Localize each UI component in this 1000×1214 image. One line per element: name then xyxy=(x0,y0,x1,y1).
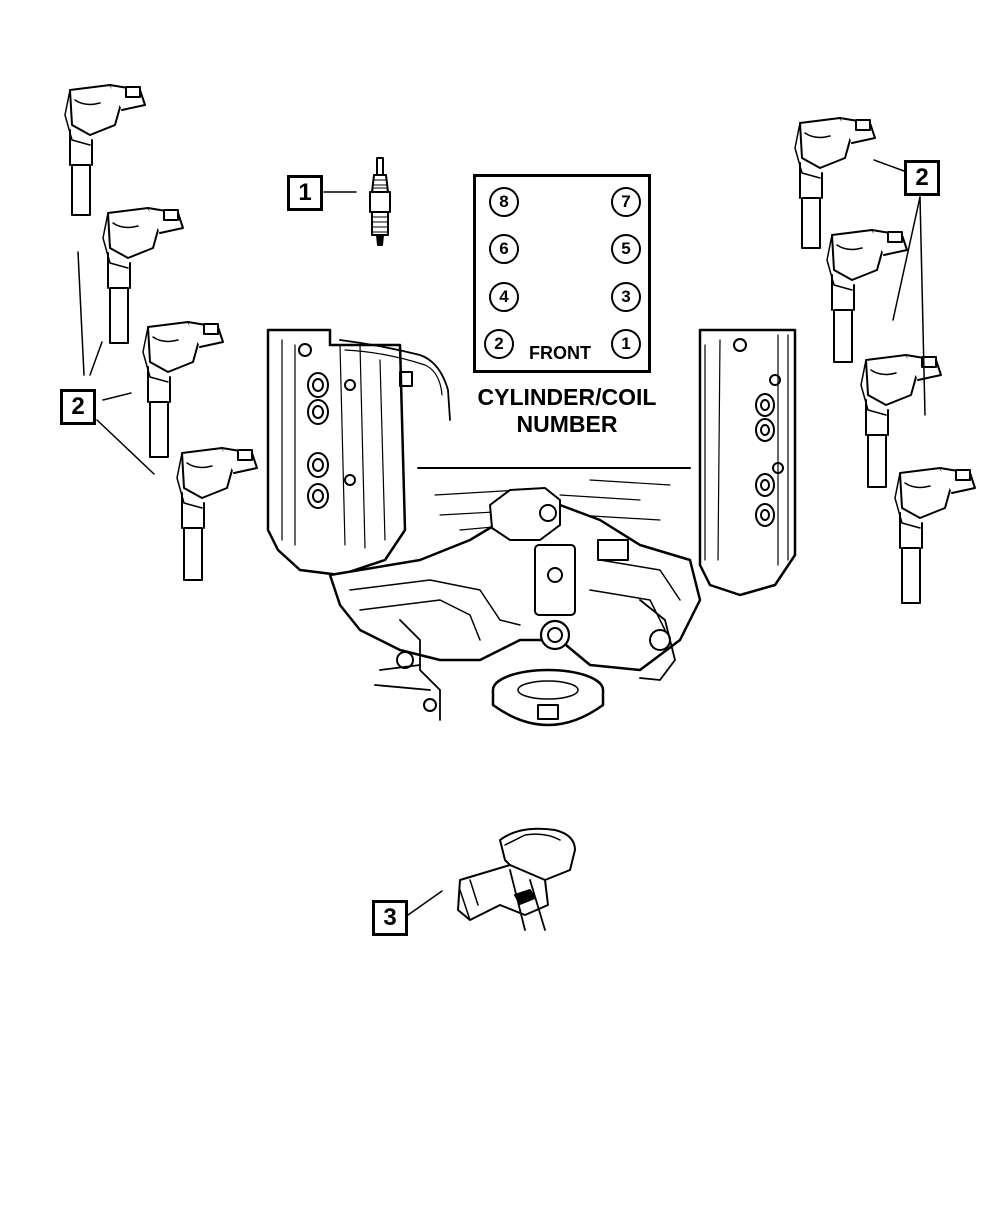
cylinder-2: 2 xyxy=(484,329,514,359)
ignition-coil xyxy=(142,321,224,458)
cylinder-number-chart: 8 7 6 5 4 3 2 1 FRONT xyxy=(473,174,651,373)
ignition-coil xyxy=(826,229,908,363)
cylinder-6: 6 xyxy=(489,234,519,264)
callout-clip[interactable]: 3 xyxy=(372,900,408,936)
leader-lines xyxy=(77,159,926,916)
engine-assembly xyxy=(266,328,797,727)
cylinder-4: 4 xyxy=(489,282,519,312)
cylinder-8: 8 xyxy=(489,187,519,217)
ignition-coil xyxy=(102,207,184,344)
cylinder-chart-title-line2: NUMBER xyxy=(516,411,618,437)
ignition-coil xyxy=(894,467,976,604)
cylinder-chart-title: CYLINDER/COIL NUMBER xyxy=(452,384,682,438)
callout-spark-plug[interactable]: 1 xyxy=(287,175,323,211)
callout-coil-right[interactable]: 2 xyxy=(904,160,940,196)
cylinder-chart-title-line1: CYLINDER/COIL xyxy=(477,384,657,410)
ignition-coil xyxy=(176,447,258,581)
callout-coil-left[interactable]: 2 xyxy=(60,389,96,425)
ignition-coil xyxy=(794,117,876,249)
spark-plug xyxy=(369,157,391,246)
cylinder-7: 7 xyxy=(611,187,641,217)
cylinder-3: 3 xyxy=(611,282,641,312)
front-label: FRONT xyxy=(529,343,591,363)
wire-clip xyxy=(457,827,576,931)
ignition-coil xyxy=(64,84,146,216)
cylinder-1: 1 xyxy=(611,329,641,359)
ignition-coil xyxy=(860,354,942,488)
cylinder-5: 5 xyxy=(611,234,641,264)
